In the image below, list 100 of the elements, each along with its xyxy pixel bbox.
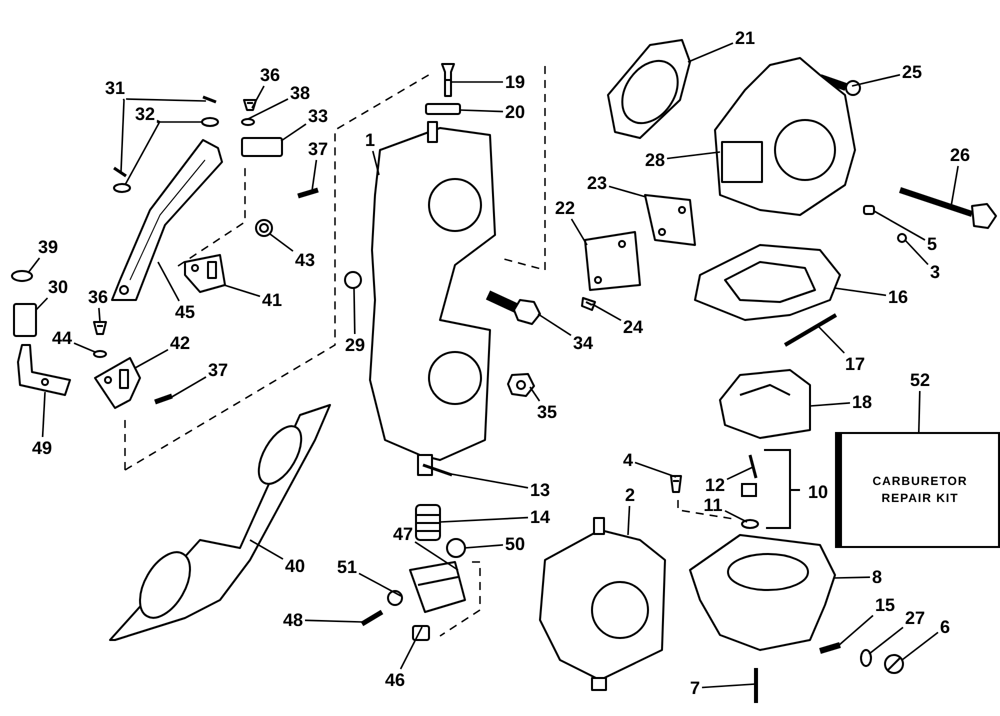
callout-number: 18: [852, 393, 872, 411]
leader-line: [810, 402, 850, 407]
leader-line: [170, 376, 206, 399]
washer-drawing: [241, 118, 255, 126]
plug-drawing: [897, 233, 907, 243]
callout-number: 7: [690, 679, 700, 697]
lever-drawing: [17, 344, 71, 396]
leader-line: [688, 42, 734, 63]
screw-drawing: [670, 475, 682, 493]
callout-number: 45: [175, 303, 196, 321]
callout-number: 20: [505, 103, 526, 121]
callout-number: 34: [573, 334, 594, 352]
callout-number: 30: [48, 278, 68, 296]
callout-number: 40: [285, 557, 306, 575]
callout-number: 39: [38, 238, 58, 256]
bolt-drawing: [486, 290, 541, 325]
leader-line: [27, 258, 40, 274]
leader-line: [250, 539, 284, 560]
callout-number: 38: [290, 84, 310, 102]
leader-line: [634, 462, 676, 478]
lever-drawing: [111, 139, 223, 301]
leader-line: [950, 166, 959, 208]
callout-number: 2: [625, 486, 636, 504]
leader-line: [134, 349, 168, 369]
callout-number: 14: [530, 508, 550, 526]
leader-line: [904, 239, 929, 266]
gasket-drawing: [694, 244, 841, 321]
spring-drawing: [415, 504, 441, 541]
screw-drawing: [884, 654, 904, 674]
leader-line: [450, 473, 528, 489]
leader-line: [724, 510, 748, 523]
callout-number: 17: [845, 355, 866, 373]
leader-line: [224, 284, 260, 298]
spring-drawing: [819, 642, 841, 654]
leader-line: [852, 74, 900, 87]
callout-number: 37: [308, 140, 328, 158]
callout-number: 10: [808, 483, 828, 501]
leader-line: [156, 120, 203, 123]
leader-line: [304, 620, 364, 623]
screw-drawing: [754, 668, 758, 703]
float-bowl-drawing: [689, 534, 836, 651]
plug-drawing: [863, 205, 875, 215]
clamp-drawing: [241, 137, 283, 157]
callout-number: 46: [385, 671, 406, 689]
callout-number: 51: [337, 558, 358, 576]
leader-line: [311, 160, 318, 192]
leader-line: [464, 544, 504, 549]
callout-number: 24: [623, 318, 644, 336]
plate-drawing: [94, 357, 141, 409]
callout-number: 49: [32, 439, 52, 457]
plug-drawing: [344, 271, 362, 289]
callout-number: 41: [262, 291, 282, 309]
leader-line: [627, 506, 630, 536]
gasket-drawing: [109, 404, 331, 641]
leader-line: [251, 86, 265, 108]
washer-drawing: [11, 270, 33, 282]
leader-line: [837, 614, 874, 647]
callout-number: 3: [930, 263, 940, 281]
callout-number: 44: [52, 329, 72, 347]
leader-line: [248, 98, 288, 120]
callout-number: 4: [623, 451, 634, 469]
callout-number: 37: [208, 361, 228, 379]
callout-number: 50: [505, 535, 526, 553]
leader-line: [400, 626, 423, 670]
callout-number: 5: [927, 235, 938, 253]
leader-line: [529, 386, 540, 402]
leader-line: [74, 342, 96, 353]
leader-line: [726, 466, 754, 480]
washer-drawing: [93, 350, 107, 358]
screw-drawing: [154, 394, 173, 404]
leader-line: [414, 541, 458, 571]
leader-line: [358, 572, 402, 597]
callout-number: 19: [505, 73, 526, 91]
gasket-drawing: [607, 39, 691, 139]
leader-line: [120, 98, 125, 172]
leader-line: [125, 98, 206, 102]
callout-number: 1: [365, 131, 376, 149]
clamp-drawing: [409, 561, 466, 613]
pin-drawing: [422, 464, 452, 476]
leader-line: [35, 297, 48, 311]
nut-drawing: [446, 538, 466, 558]
leader-line: [834, 576, 870, 579]
leader-line: [124, 121, 160, 186]
leader-line: [280, 123, 306, 142]
leader-line: [42, 392, 46, 438]
leader-line: [538, 313, 572, 336]
callout-number: 13: [530, 481, 550, 499]
leader-line: [902, 632, 938, 661]
leader-line: [440, 516, 528, 523]
callout-number: 25: [902, 63, 922, 81]
leader-line: [868, 626, 904, 655]
leader-line: [270, 233, 294, 252]
callout-number: 8: [872, 568, 882, 586]
callout-number: 11: [704, 496, 723, 514]
callout-number: 16: [888, 288, 908, 306]
callout-number: 6: [940, 618, 950, 636]
pin-drawing: [202, 96, 217, 104]
leader-line: [372, 150, 380, 176]
callout-number: 26: [950, 146, 970, 164]
callout-number: 15: [875, 596, 896, 614]
